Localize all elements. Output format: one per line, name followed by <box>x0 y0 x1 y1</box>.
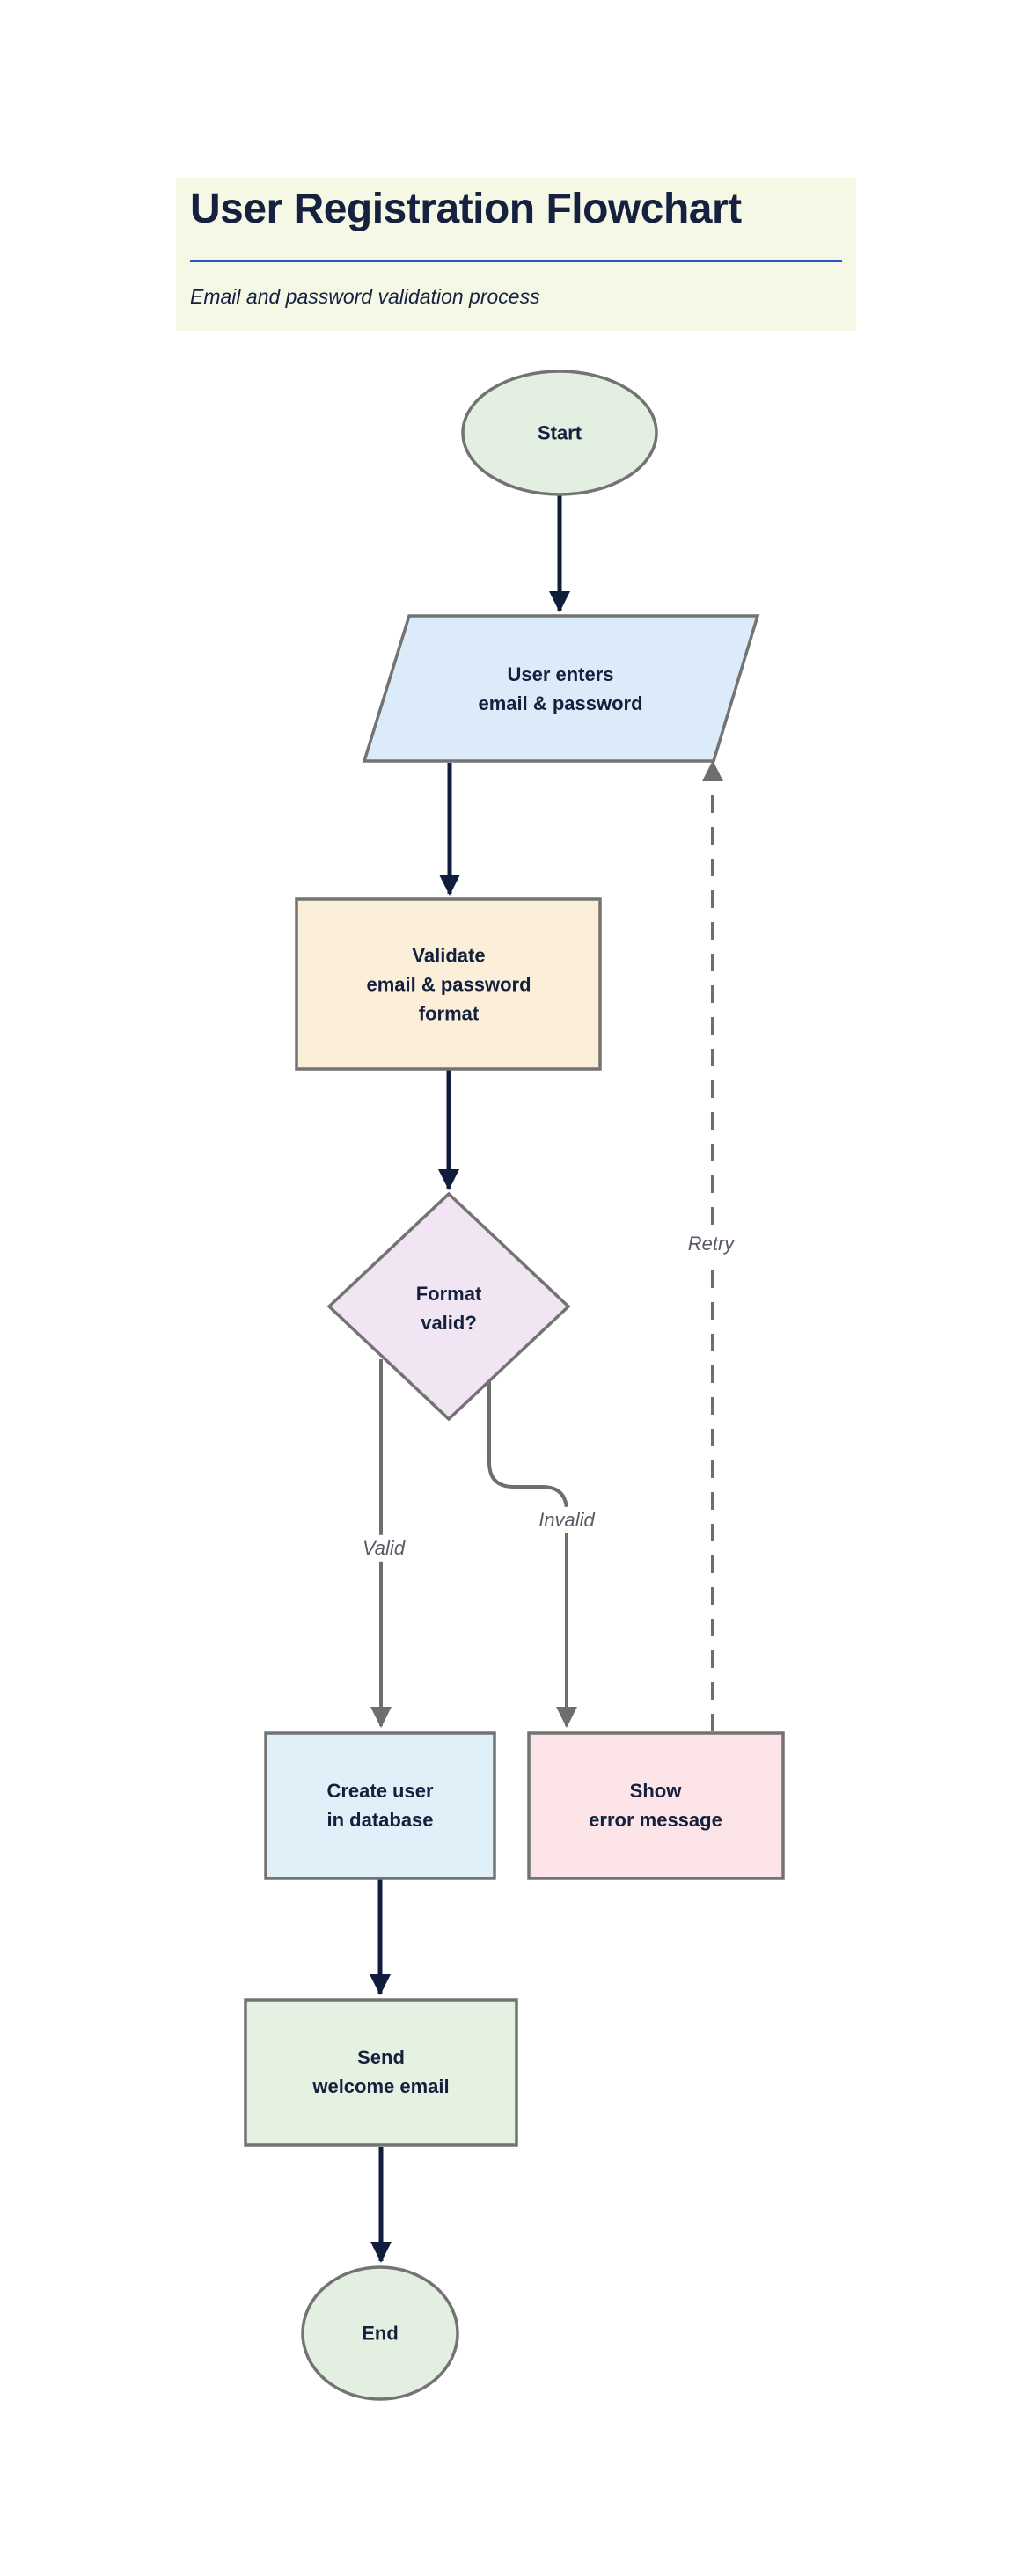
node-end-shape <box>301 2265 459 2401</box>
node-send-shape <box>244 1998 518 2147</box>
edge-decision-invalid-to-error <box>487 1362 577 1728</box>
diagram-title: User Registration Flowchart <box>190 186 742 232</box>
node-send-label: Send welcome email <box>312 2046 450 2097</box>
node-decision-label: Format valid? <box>415 1283 482 1334</box>
node-decision-shape <box>326 1191 571 1422</box>
node-error-label: Show error message <box>589 1780 722 1831</box>
title-block: User Registration Flowchart Email and pa… <box>176 178 856 331</box>
node-input-label: User enters email & password <box>478 663 643 714</box>
node-start-label: Start <box>537 421 582 444</box>
node-end-label: End <box>362 2322 399 2345</box>
edge-label-retry: Retry <box>682 1230 740 1258</box>
edge-label-valid: Valid <box>356 1534 411 1562</box>
edge-label-invalid: Invalid <box>533 1506 600 1534</box>
node-validate-label: Validate email & password format <box>366 944 531 1025</box>
node-create-shape <box>264 1731 496 1880</box>
node-validate-shape <box>295 897 602 1071</box>
node-create-label: Create user in database <box>326 1780 434 1831</box>
node-error-shape <box>527 1731 785 1880</box>
node-input-shape <box>362 614 760 763</box>
title-underline <box>190 259 842 262</box>
node-start-shape <box>461 370 658 496</box>
diagram-subtitle: Email and password validation process <box>190 284 540 308</box>
